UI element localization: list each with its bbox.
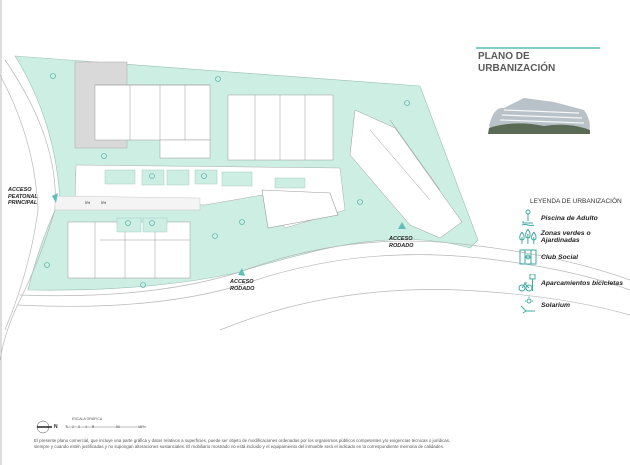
north-arrow: [36, 420, 52, 434]
scale-tick: 1: [66, 425, 68, 429]
legend-item-green-zones: Zonas verdes o Ajardinadas: [518, 228, 630, 246]
legend-item-bicycle-parking: Aparcamientos bicicletas: [518, 274, 623, 292]
access-markers: [52, 193, 406, 276]
legend-title: LEYENDA DE URBANIZACIÓN: [530, 198, 622, 205]
trees-icon: [519, 228, 537, 244]
slope-label: 5%: [85, 201, 91, 205]
scale-tick: 4: [85, 425, 87, 429]
building-photo: [488, 98, 590, 134]
road: [0, 59, 630, 361]
main-walkway: [54, 195, 201, 211]
legend-item-solarium: Solarium: [518, 296, 570, 314]
scale-tick: 15 m: [138, 425, 146, 429]
legend-item-pool: Piscina de Adulto: [518, 209, 598, 227]
title-divider: [476, 47, 600, 49]
tree-symbols: [44, 73, 410, 288]
buildings: [67, 84, 463, 279]
sun-lounger-icon: [520, 296, 535, 314]
scale-tick: 2: [72, 425, 74, 429]
scale-title: ESCALA GRÁFICA: [72, 417, 103, 421]
disclaimer-text: El presente plano comercial, que incluye…: [34, 438, 451, 449]
bicycle-parking-icon: [518, 274, 536, 292]
club-icon: [519, 249, 537, 265]
pool-area: [261, 189, 339, 229]
north-label: N: [54, 424, 58, 430]
scale-tick: 3: [78, 425, 80, 429]
slope-label: 5%: [101, 201, 107, 205]
scale-tick: 5: [92, 425, 94, 429]
pool-icon: [521, 209, 535, 226]
pedestrian-access-label: ACCESO PEATONAL PRINCIPAL: [8, 187, 38, 206]
vehicle-access-label-1: ACCESO RODADO: [230, 279, 255, 292]
page-title: PLANO DE URBANIZACIÓN: [478, 51, 556, 74]
vehicle-access-label-2: ACCESO RODADO: [389, 236, 414, 249]
legend-item-club: Club Social: [518, 248, 578, 266]
scale-tick: 10: [116, 425, 120, 429]
scale-bar: [65, 425, 144, 428]
